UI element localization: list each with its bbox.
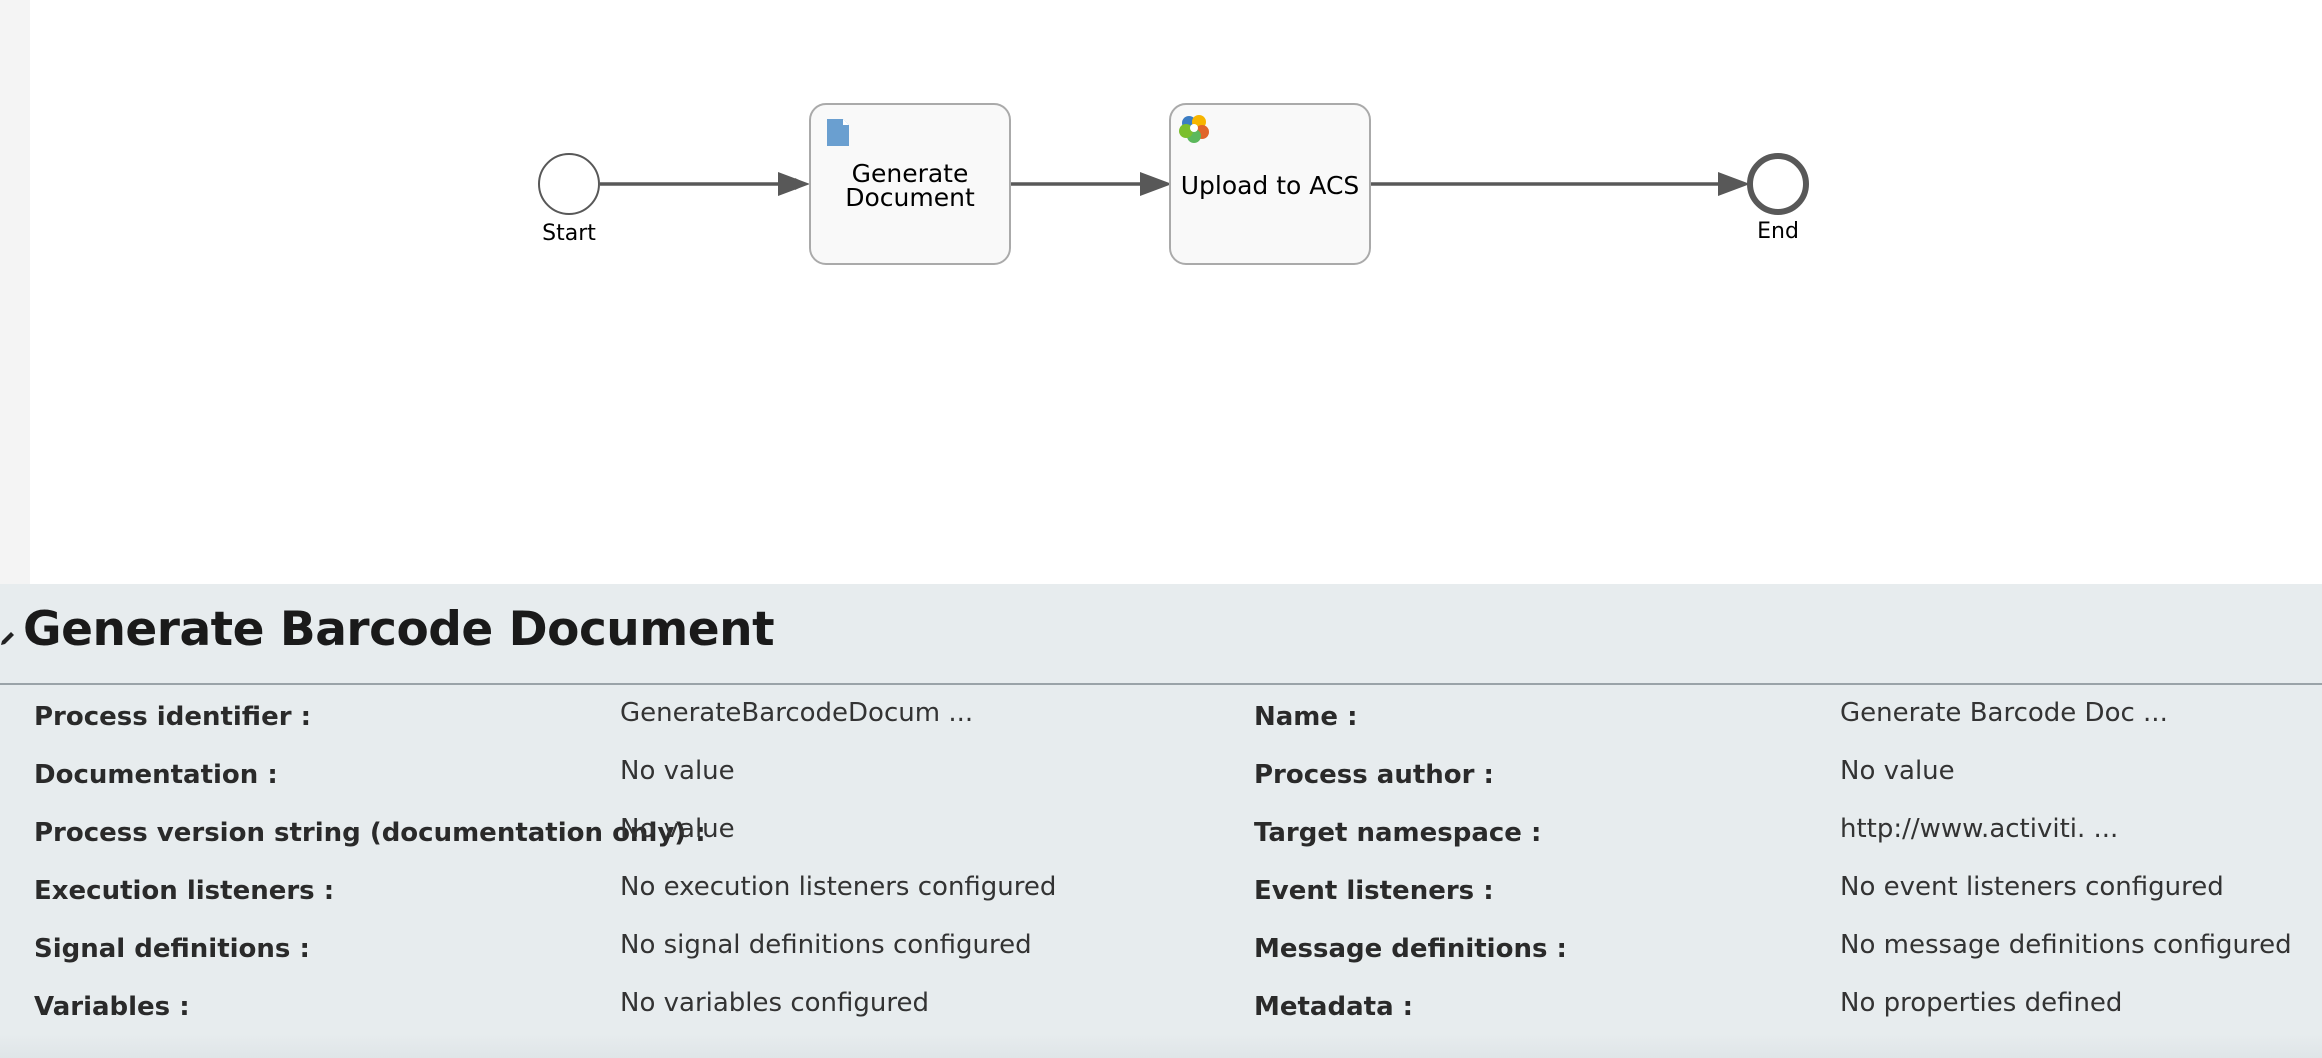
prop-label-event-listeners: Event listeners : (1254, 876, 1494, 906)
task1-label-line1: Generate (852, 159, 969, 188)
end-event[interactable] (1747, 153, 1809, 215)
prop-value-name[interactable]: Generate Barcode Doc ... (1840, 698, 2168, 728)
arrowhead-2 (1140, 172, 1172, 196)
prop-value-signal-definitions[interactable]: No signal definitions configured (620, 930, 1032, 960)
prop-label-signal-definitions: Signal definitions : (34, 934, 310, 964)
arrowhead-3 (1718, 172, 1750, 196)
prop-label-metadata: Metadata : (1254, 992, 1414, 1022)
process-title: Generate Barcode Document (23, 602, 775, 657)
prop-value-documentation[interactable]: No value (620, 756, 735, 786)
panel-bottom-edge (0, 1034, 2322, 1058)
prop-value-process-identifier[interactable]: GenerateBarcodeDocum ... (620, 698, 974, 728)
prop-label-target-namespace: Target namespace : (1254, 818, 1542, 848)
prop-value-process-version[interactable]: No value (620, 814, 735, 844)
prop-label-variables: Variables : (34, 992, 190, 1022)
task2-label: Upload to ACS (1181, 171, 1360, 200)
properties-panel: Generate Barcode Document Process identi… (0, 584, 2322, 1058)
prop-value-execution-listeners[interactable]: No execution listeners configured (620, 872, 1057, 902)
pencil-icon[interactable] (0, 628, 18, 646)
task1-label-line2: Document (845, 183, 975, 212)
prop-label-message-definitions: Message definitions : (1254, 934, 1567, 964)
prop-label-name: Name : (1254, 702, 1358, 732)
prop-label-execution-listeners: Execution listeners : (34, 876, 335, 906)
properties-header: Generate Barcode Document (0, 584, 2322, 685)
prop-value-process-author[interactable]: No value (1840, 756, 1955, 786)
process-diagram[interactable]: Start Generate Document Upload to ACS En… (30, 0, 2322, 584)
prop-value-metadata[interactable]: No properties defined (1840, 988, 2123, 1018)
diagram-canvas[interactable]: Start Generate Document Upload to ACS En… (30, 0, 2322, 584)
arrowhead-1 (778, 172, 810, 196)
left-toolbar-strip (0, 0, 31, 584)
prop-label-process-author: Process author : (1254, 760, 1494, 790)
prop-value-variables[interactable]: No variables configured (620, 988, 929, 1018)
prop-label-process-identifier: Process identifier : (34, 702, 311, 732)
prop-value-event-listeners[interactable]: No event listeners configured (1840, 872, 2224, 902)
start-event-label: Start (542, 221, 596, 246)
prop-value-message-definitions[interactable]: No message definitions configured (1840, 930, 2292, 960)
task-upload-to-acs[interactable] (1169, 103, 1371, 265)
alfresco-icon (1179, 115, 1209, 143)
task-generate-document[interactable] (809, 103, 1011, 265)
start-event[interactable] (538, 153, 600, 215)
end-event-label: End (1757, 219, 1799, 244)
prop-label-documentation: Documentation : (34, 760, 278, 790)
prop-value-target-namespace[interactable]: http://www.activiti. ... (1840, 814, 2119, 844)
document-icon (827, 119, 849, 146)
prop-label-process-version: Process version string (documentation on… (34, 818, 706, 848)
